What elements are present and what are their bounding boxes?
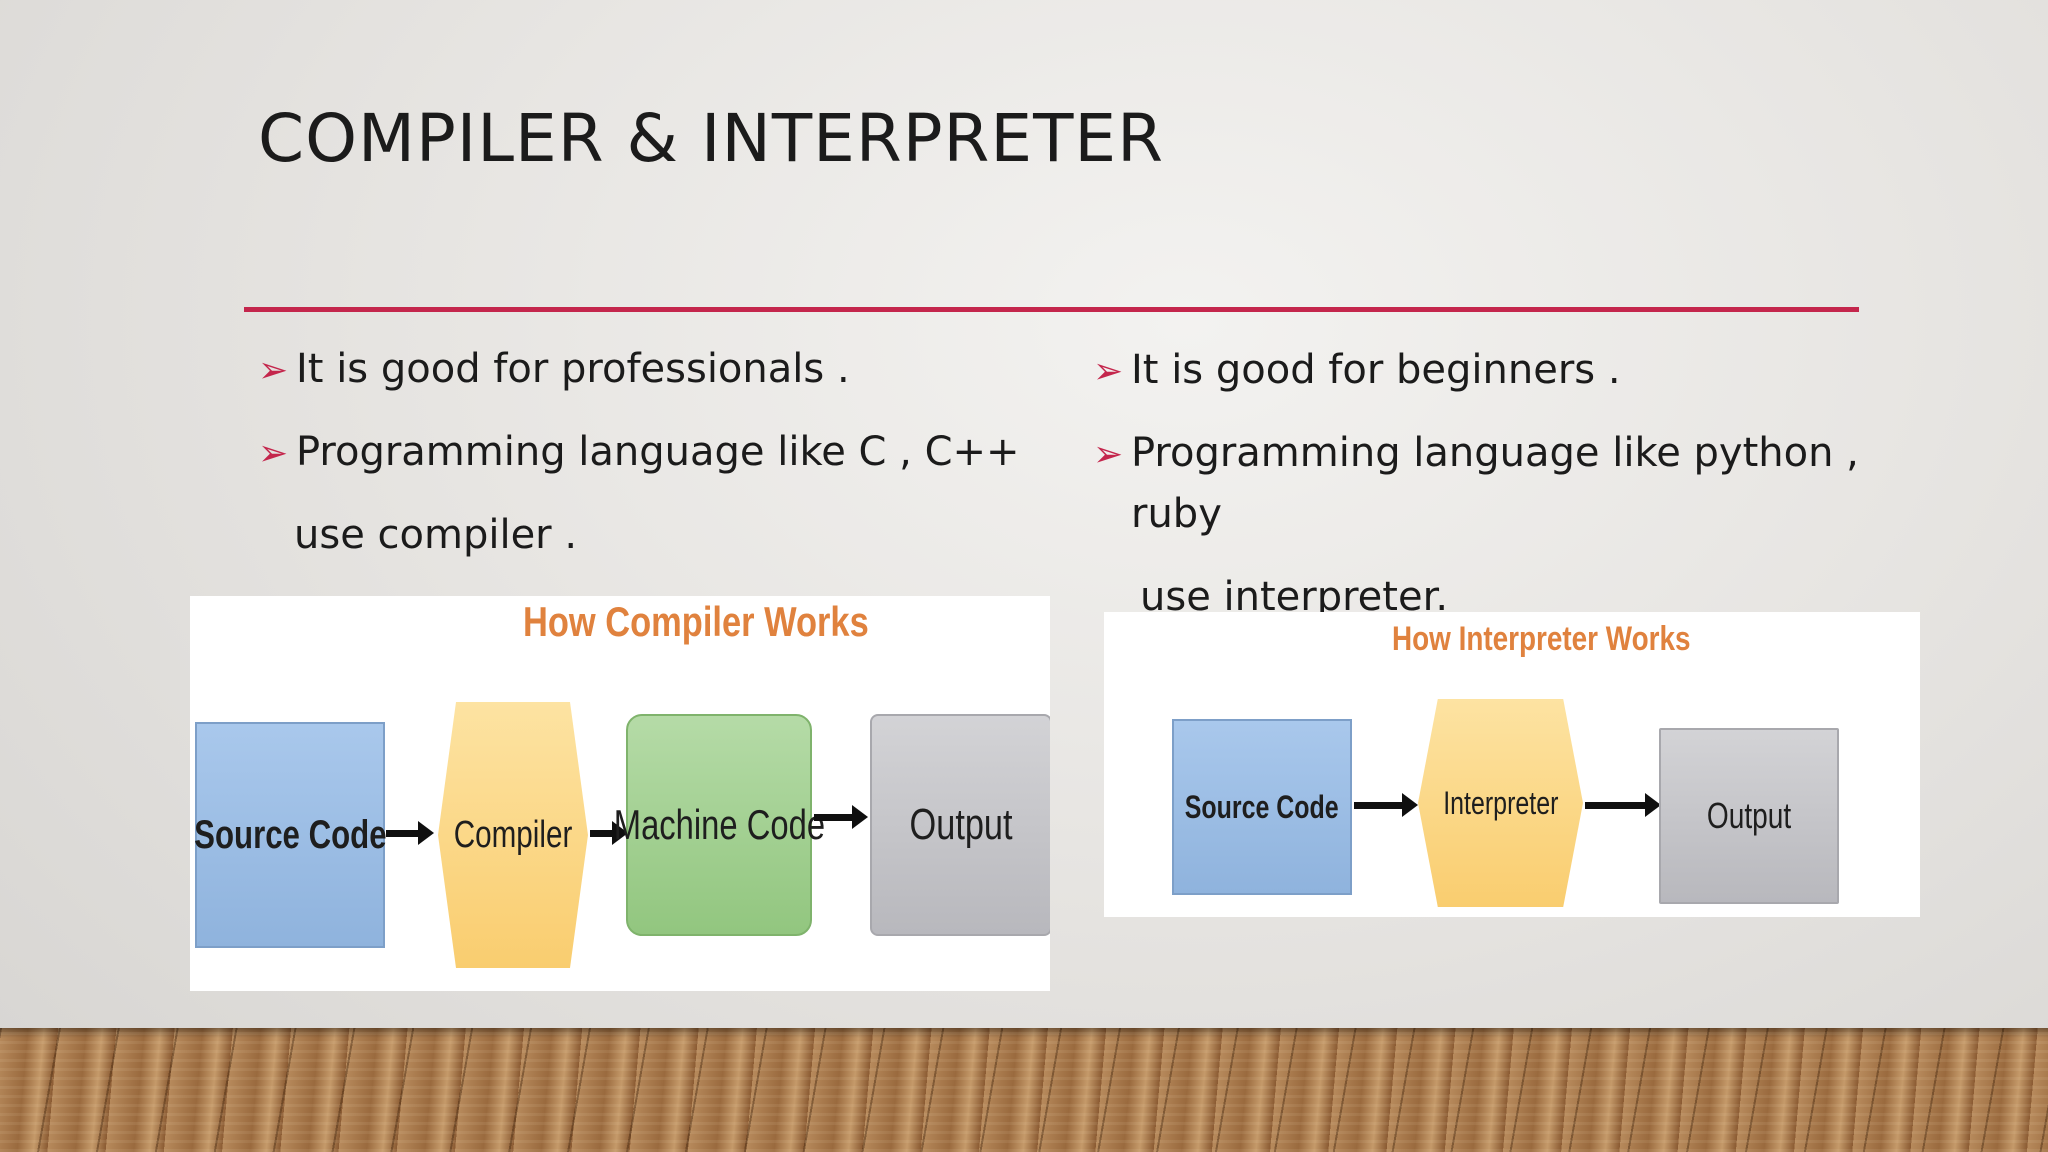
right-arrow-bullet-icon: ➢ [258, 433, 289, 474]
right-bullet-1-text: It is good for beginners . [1131, 347, 1621, 393]
arrow-icon [386, 821, 434, 845]
interpreter-box: Interpreter [1418, 699, 1583, 907]
left-bullet-2-continuation: use compiler . [294, 512, 578, 558]
title-divider [244, 307, 1859, 312]
arrow-icon [814, 805, 868, 829]
right-arrow-bullet-icon: ➢ [1093, 434, 1124, 475]
compiler-diagram: How Compiler Works Source Code Compiler … [190, 596, 1050, 991]
slide-title: COMPILER & INTERPRETER [258, 100, 1164, 177]
machine-code-box: Machine Code [613, 714, 825, 936]
interpreter-diagram-title: How Interpreter Works [1392, 620, 1691, 658]
arrow-icon [1354, 793, 1418, 817]
compiler-diagram-title: How Compiler Works [523, 598, 869, 645]
left-bullet-1-text: It is good for professionals . [296, 346, 850, 392]
right-bullet-2-continuation-1: ruby [1131, 491, 1222, 537]
right-bullet-2: ➢Programming language like python , [1093, 429, 1859, 479]
interpreter-diagram: How Interpreter Works Source Code Interp… [1104, 612, 1920, 917]
interpreter-output-box: Output [1659, 728, 1839, 904]
arrow-icon [1585, 793, 1661, 817]
compiler-box: Compiler [438, 702, 588, 968]
left-bullet-2: ➢Programming language like C , C++ [258, 428, 1020, 478]
right-bullet-1: ➢It is good for beginners . [1093, 346, 1621, 396]
right-arrow-bullet-icon: ➢ [1093, 351, 1124, 392]
interpreter-source-code-box: Source Code [1172, 719, 1352, 895]
left-bullet-1: ➢It is good for professionals . [258, 345, 850, 395]
compiler-output-box: Output [870, 714, 1050, 936]
wooden-floor [0, 1028, 2048, 1152]
source-code-box: Source Code [194, 722, 386, 948]
right-arrow-bullet-icon: ➢ [258, 350, 289, 391]
arrow-icon [590, 821, 628, 845]
right-bullet-2-continuation-2: use interpreter. [1140, 574, 1449, 613]
left-bullet-2-text: Programming language like C , C++ [296, 429, 1020, 475]
right-bullet-2-text: Programming language like python , [1131, 430, 1859, 476]
